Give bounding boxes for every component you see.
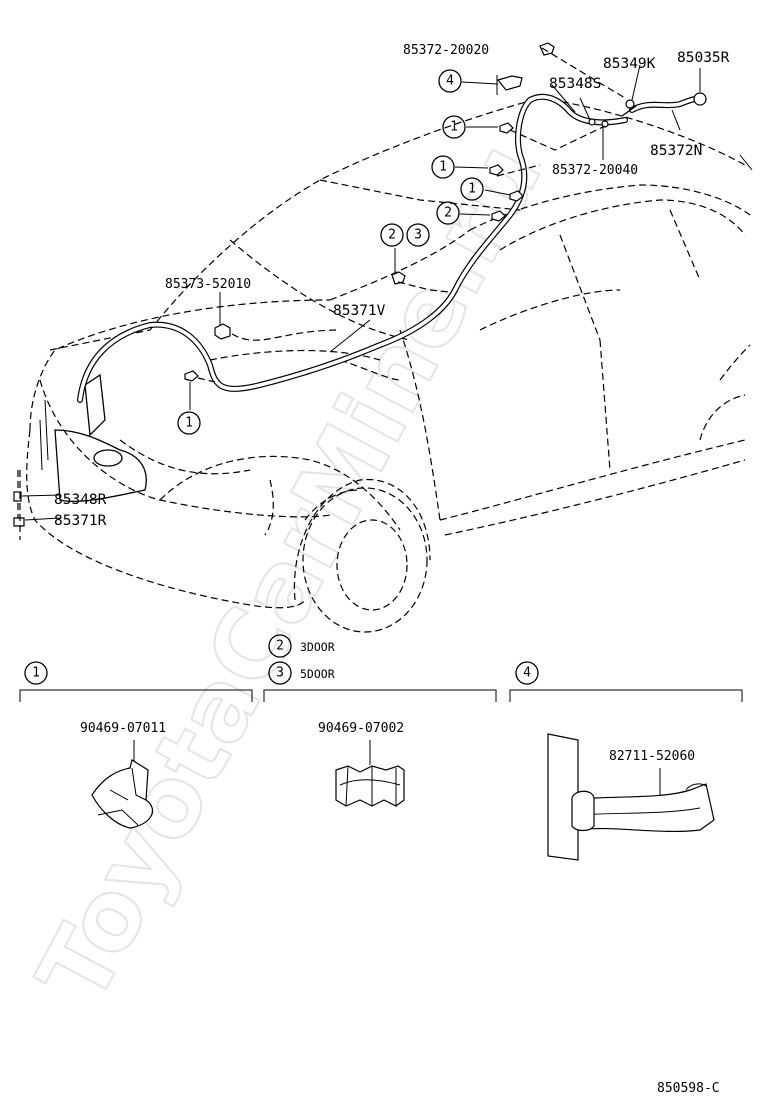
label-85372-20040: 85372-20040 — [552, 163, 638, 178]
detail-panel-2-3: 90469-07002 — [263, 689, 497, 807]
legend-marker-3: 3 — [276, 666, 284, 681]
detail-panel-1: 1 1 90469-07011 — [19, 661, 253, 829]
diagram-code: 850598-C — [657, 1081, 720, 1096]
label-85371R: 85371R — [54, 513, 107, 529]
panel-4-part-number: 82711-52060 — [609, 749, 695, 764]
nozzle-part-85372-20020 — [539, 42, 555, 56]
callout-labels: 85372-20020 85348S 85349K 85035R 85372N … — [54, 43, 730, 529]
legend-marker-2: 2 — [276, 639, 284, 654]
door-legend: 2 3DOOR 3 5DOOR — [268, 634, 335, 685]
label-85349K: 85349K — [603, 56, 656, 72]
panel-2-3-part-number: 90469-07002 — [318, 721, 404, 736]
label-85348R: 85348R — [54, 492, 107, 508]
legend-3door: 3DOOR — [300, 640, 335, 654]
ref-marker-1: 1 — [439, 160, 447, 175]
label-85373-52010: 85373-52010 — [165, 277, 251, 292]
ref-marker-4: 4 — [446, 74, 454, 89]
label-85348S: 85348S — [549, 76, 601, 92]
ref-markers: 4 1 1 1 2 2 3 1 — [177, 69, 484, 435]
legend-5door: 5DOOR — [300, 667, 335, 681]
clip-part-4 — [496, 75, 523, 91]
detail-panel-4: 4 82711-52060 — [509, 661, 743, 861]
hose-clips — [13, 42, 707, 527]
ref-marker-2: 2 — [444, 206, 452, 221]
leader-lines — [19, 47, 753, 540]
label-85372N: 85372N — [650, 143, 702, 159]
washer-reservoir — [39, 373, 147, 503]
label-85371V: 85371V — [333, 303, 386, 319]
svg-text:1: 1 — [32, 666, 40, 681]
label-85372-20020: 85372-20020 — [403, 43, 489, 58]
panel-4-marker: 4 — [523, 666, 531, 681]
panel-1-part-number: 90469-07011 — [80, 721, 166, 736]
ref-marker-1: 1 — [185, 416, 193, 431]
label-85035R: 85035R — [677, 50, 730, 66]
ref-marker-1: 1 — [468, 182, 476, 197]
ref-marker-1: 1 — [450, 120, 458, 135]
check-valve-85373-52010 — [214, 323, 231, 340]
ref-marker-3: 3 — [414, 228, 422, 243]
ref-marker-2: 2 — [388, 228, 396, 243]
nozzle-85035R — [693, 92, 707, 106]
watermark: ToyotaCarMine.ru — [16, 125, 563, 1020]
